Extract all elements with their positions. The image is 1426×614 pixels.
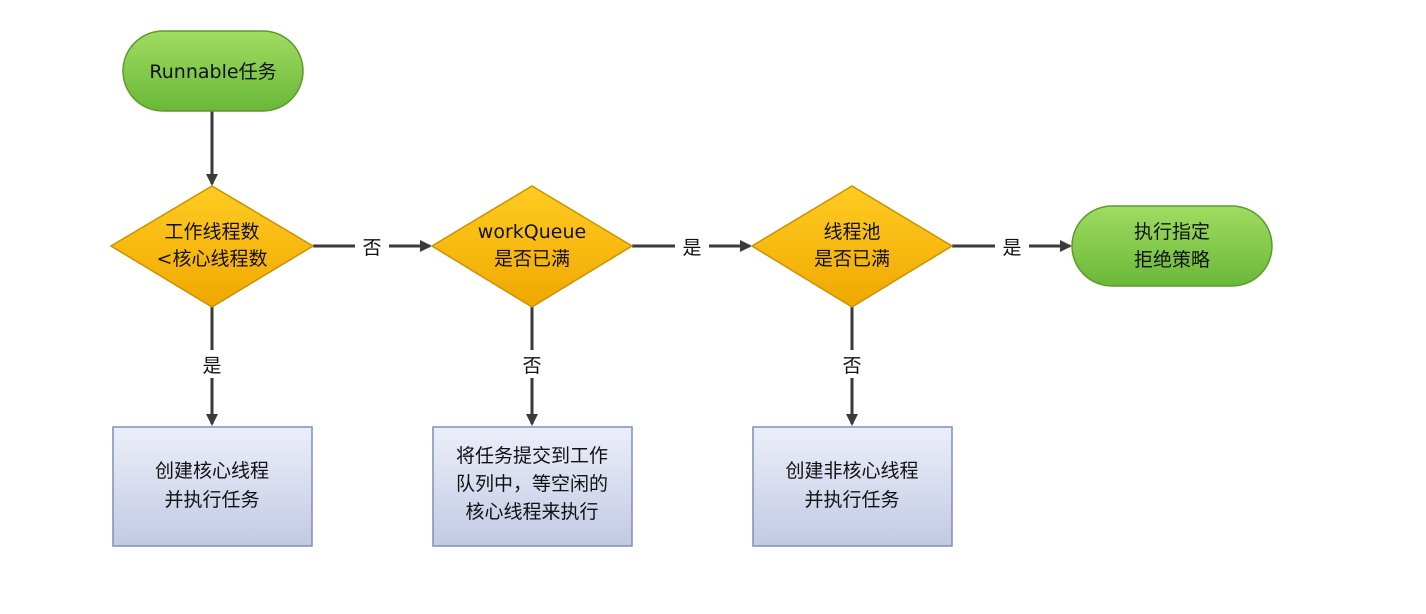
edge-label-core-no: 否 [362, 237, 381, 259]
decision-pool-full-line1: 线程池 [823, 221, 880, 243]
process-enqueue-task: 将任务提交到工作 队列中，等空闲的 核心线程来执行 [432, 426, 633, 547]
edge-label-pool-yes: 是 [1002, 237, 1021, 259]
decision-pool-full: 线程池 是否已满 [750, 185, 954, 308]
connectors [206, 110, 1072, 426]
process-create-noncore-thread: 创建非核心线程 并执行任务 [752, 426, 953, 547]
decision-core-threads-line2: <核心线程数 [157, 248, 268, 270]
start-node-label: Runnable任务 [149, 61, 276, 83]
decision-work-queue: workQueue 是否已满 [430, 185, 634, 308]
decision-core-threads-line1: 工作线程数 [164, 221, 259, 243]
reject-node-line2: 拒绝策略 [1134, 249, 1210, 271]
reject-node: 执行指定 拒绝策略 [1071, 205, 1273, 287]
process-enqueue-task-line3: 核心线程来执行 [465, 501, 598, 523]
process-create-noncore-thread-line1: 创建非核心线程 [785, 460, 918, 482]
edge-label-core-yes: 是 [202, 355, 221, 377]
process-create-noncore-thread-line2: 并执行任务 [804, 489, 899, 511]
edge-label-pool-no: 否 [842, 355, 861, 377]
process-create-core-thread: 创建核心线程 并执行任务 [112, 426, 313, 547]
edge-labels: 否 是 是 否 是 否 [195, 232, 1029, 378]
edge-label-queue-yes: 是 [682, 237, 701, 259]
decision-work-queue-line2: 是否已满 [494, 248, 570, 270]
edge-label-queue-no: 否 [522, 355, 541, 377]
decision-work-queue-line1: workQueue [478, 221, 586, 243]
process-enqueue-task-line2: 队列中，等空闲的 [456, 473, 608, 495]
reject-node-line1: 执行指定 [1134, 221, 1210, 243]
process-create-core-thread-line1: 创建核心线程 [155, 460, 269, 482]
start-node: Runnable任务 [122, 30, 304, 112]
decision-core-threads: 工作线程数 <核心线程数 [109, 185, 315, 308]
decision-pool-full-line2: 是否已满 [814, 248, 890, 270]
process-enqueue-task-line1: 将任务提交到工作 [456, 445, 608, 467]
process-create-core-thread-line2: 并执行任务 [164, 489, 259, 511]
